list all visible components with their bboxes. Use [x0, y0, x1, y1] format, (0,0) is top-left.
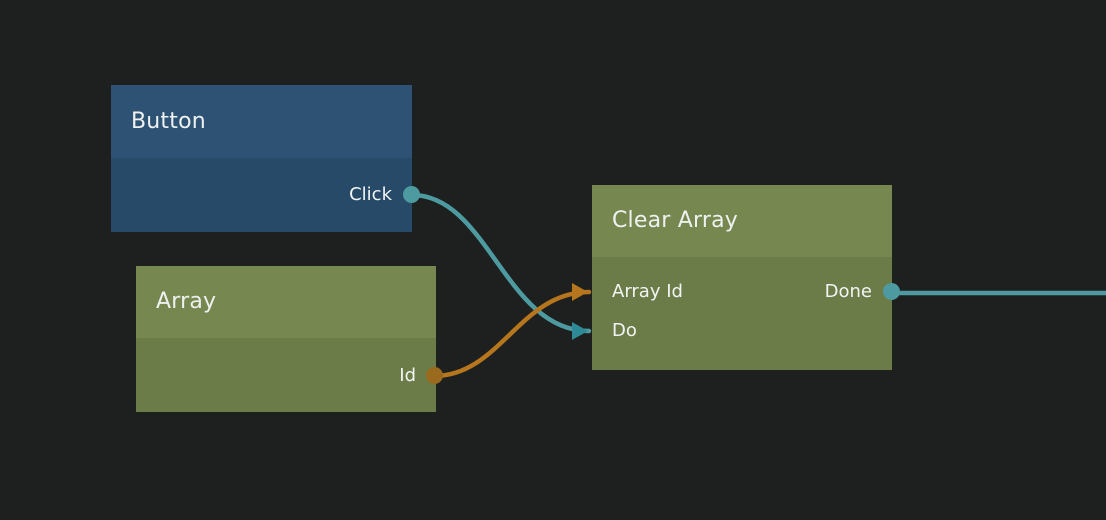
edge-id-to-array-id [431, 289, 592, 379]
port-out-done-dot[interactable] [883, 283, 900, 300]
port-out-id-label: Id [399, 365, 416, 386]
port-in-array-id-arrow[interactable] [572, 283, 588, 301]
port-in-array-id-label: Array Id [612, 281, 683, 302]
node-array[interactable]: Array Id [136, 266, 443, 412]
port-out-done[interactable]: Done [825, 281, 872, 303]
port-out-click-dot[interactable] [403, 186, 420, 203]
port-in-array-id[interactable]: Array Id [612, 281, 683, 303]
node-clear-array-title: Clear Array [612, 208, 738, 233]
node-button-body: Click [111, 158, 420, 232]
port-in-do[interactable]: Do [612, 320, 637, 342]
node-array-body: Id [136, 338, 443, 412]
node-clear-array[interactable]: Clear Array Array Id Do Done [572, 185, 900, 370]
port-out-id[interactable]: Id [399, 365, 416, 387]
edge-click-to-do [409, 192, 592, 334]
port-out-id-dot[interactable] [426, 367, 443, 384]
node-clear-array-body: Array Id Do Done [572, 257, 900, 370]
port-out-done-label: Done [824, 281, 872, 302]
node-button-title: Button [131, 108, 206, 134]
port-in-do-arrow[interactable] [572, 322, 588, 340]
node-array-title: Array [156, 289, 217, 314]
node-clear-array-header[interactable]: Clear Array [592, 185, 892, 257]
port-in-do-label: Do [612, 320, 637, 341]
node-button-header[interactable]: Button [111, 85, 412, 158]
port-out-click-label: Click [349, 184, 392, 205]
node-array-header[interactable]: Array [136, 266, 436, 338]
port-out-click[interactable]: Click [349, 184, 392, 206]
node-button[interactable]: Button Click [111, 85, 420, 232]
